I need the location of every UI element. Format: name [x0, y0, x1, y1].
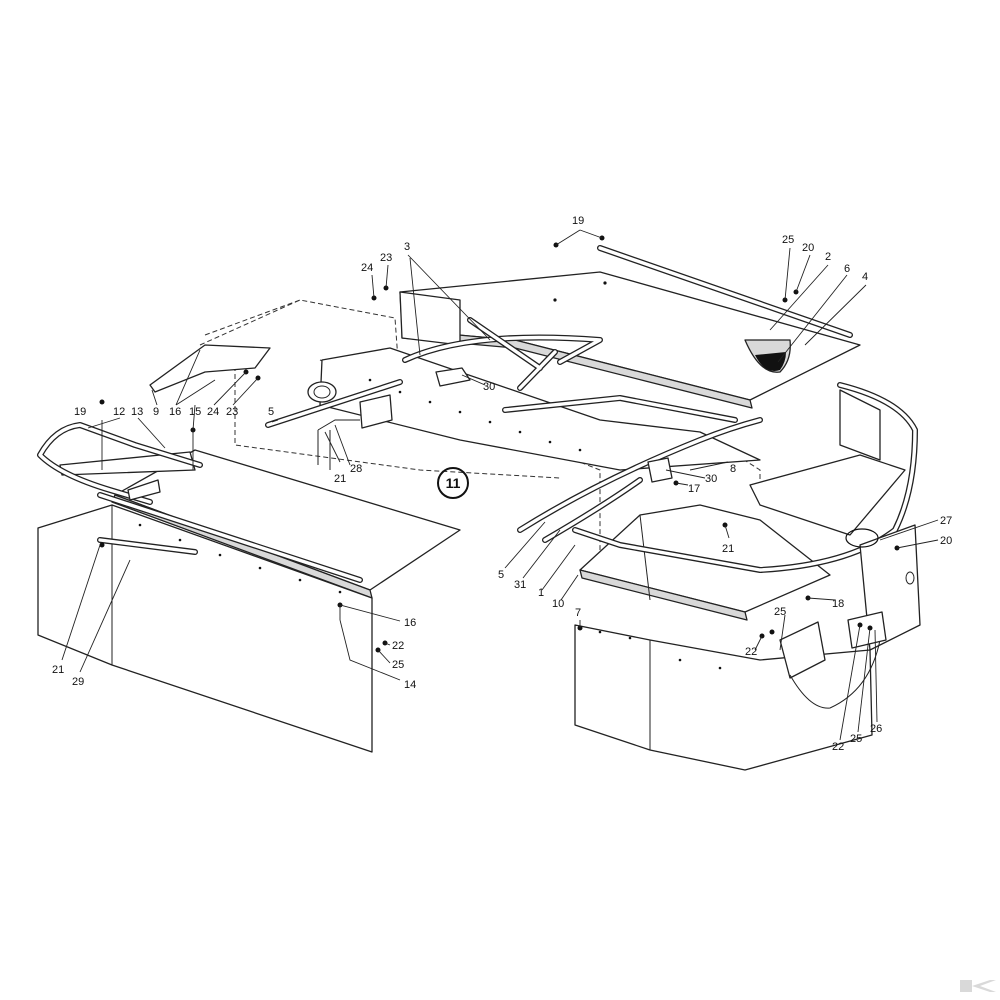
- label-23: 23: [380, 252, 392, 264]
- left-skirt-rivets: [138, 523, 342, 594]
- label-16: 16: [404, 617, 416, 629]
- label-17: 17: [688, 483, 700, 495]
- label-18: 18: [832, 598, 844, 610]
- label-19: 19: [74, 406, 86, 418]
- hinge-plate-30a: [435, 367, 471, 387]
- label-22: 22: [745, 646, 757, 658]
- label-7: 7: [575, 607, 581, 619]
- right-skirt-rivets: [598, 630, 722, 670]
- right-skirt: [574, 624, 873, 771]
- label-20: 20: [802, 242, 814, 254]
- label-21: 21: [334, 473, 346, 485]
- right-hood-edge: [579, 569, 748, 621]
- floor-plate-holes: [368, 378, 582, 452]
- label-23: 23: [226, 406, 238, 418]
- label-20: 20: [940, 535, 952, 547]
- left-upper-bracket: [149, 344, 271, 393]
- brand-k-icon: [960, 980, 996, 992]
- label-25: 25: [392, 659, 404, 671]
- label-15: 15: [189, 406, 201, 418]
- label-21: 21: [722, 543, 734, 555]
- label-27: 27: [940, 515, 952, 527]
- label-10: 10: [552, 598, 564, 610]
- label-31: 31: [514, 579, 526, 591]
- label-25: 25: [850, 733, 862, 745]
- label-1: 1: [538, 587, 544, 599]
- label-30: 30: [705, 473, 717, 485]
- label-29: 29: [72, 676, 84, 688]
- hinge-plate-30b: [647, 457, 673, 483]
- phantom-outline: [199, 299, 761, 490]
- label-24: 24: [207, 406, 219, 418]
- section-callout: 11: [437, 467, 469, 499]
- phantom-outline-2: [234, 350, 561, 479]
- right-side-wall: [839, 389, 881, 461]
- label-19: 19: [572, 215, 584, 227]
- label-9: 9: [153, 406, 159, 418]
- label-22: 22: [392, 640, 404, 652]
- label-5: 5: [268, 406, 274, 418]
- label-14: 14: [404, 679, 416, 691]
- left-bracket: [127, 479, 161, 501]
- label-25: 25: [774, 606, 786, 618]
- right-top-panel: [749, 454, 906, 536]
- label-30: 30: [483, 381, 495, 393]
- label-28: 28: [350, 463, 362, 475]
- label-22: 22: [832, 741, 844, 753]
- motor-unit: [265, 379, 403, 470]
- label-12: 12: [113, 406, 125, 418]
- label-24: 24: [361, 262, 373, 274]
- label-21: 21: [52, 664, 64, 676]
- label-13: 13: [131, 406, 143, 418]
- label-8: 8: [730, 463, 736, 475]
- section-number: 11: [446, 475, 461, 491]
- label-25: 25: [782, 234, 794, 246]
- label-4: 4: [862, 271, 868, 283]
- label-3: 3: [404, 241, 410, 253]
- leader-lines: [61, 229, 939, 741]
- cable: [789, 639, 881, 709]
- right-bracket-plate: [779, 621, 826, 679]
- label-5: 5: [498, 569, 504, 581]
- part-labels: 19 25 20 2 6 4 24 23 3 30 19 12 13 9 16 …: [52, 215, 952, 753]
- label-6: 6: [844, 263, 850, 275]
- label-2: 2: [825, 251, 831, 263]
- label-26: 26: [870, 723, 882, 735]
- label-16: 16: [169, 406, 181, 418]
